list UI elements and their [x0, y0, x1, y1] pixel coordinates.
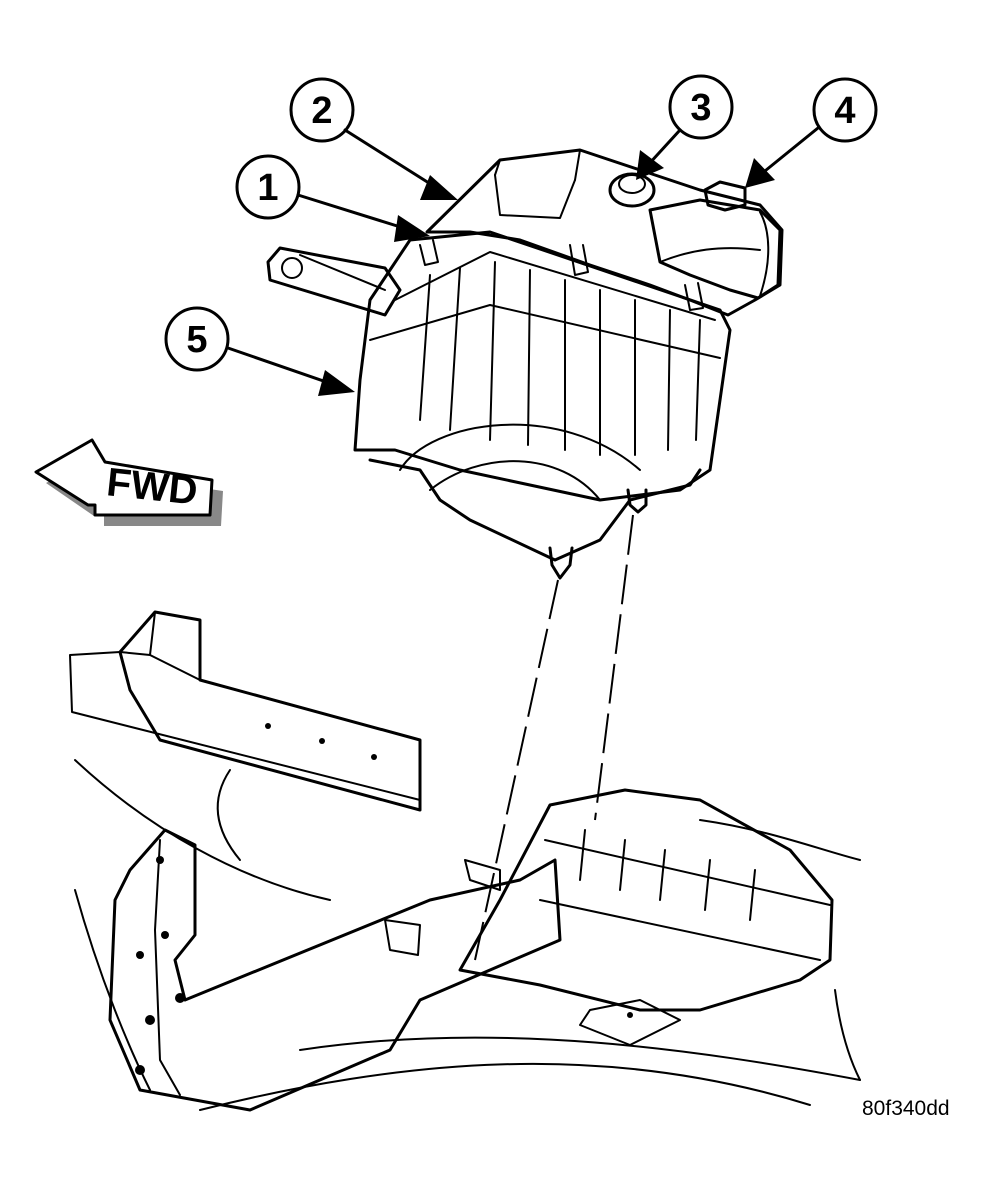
callout-circle: [668, 74, 734, 140]
callout-label: 1: [257, 167, 278, 209]
callout-circle: [812, 77, 878, 143]
fwd-direction-arrow: FWD: [34, 438, 223, 526]
arrow-left-icon: [34, 438, 214, 517]
callout-3: 3: [636, 74, 734, 180]
callout-label: 5: [186, 319, 207, 361]
callout-2: 2: [289, 77, 458, 200]
air-cleaner-housing: [266, 148, 784, 580]
fwd-label: FWD: [105, 460, 200, 513]
callout-circle: [289, 77, 355, 143]
callout-1: 1: [235, 154, 430, 242]
callout-label: 2: [311, 90, 332, 132]
callout-circle: [235, 154, 301, 220]
alignment-lines: [474, 514, 634, 961]
callout-4: 4: [745, 77, 878, 188]
callout-label: 3: [690, 87, 711, 129]
figure-id: 80f340dd: [862, 1097, 950, 1120]
callout-circle: [164, 306, 230, 372]
frame-structure: [69, 610, 861, 1112]
callout-label: 4: [834, 90, 855, 132]
callout-5: 5: [164, 306, 355, 396]
